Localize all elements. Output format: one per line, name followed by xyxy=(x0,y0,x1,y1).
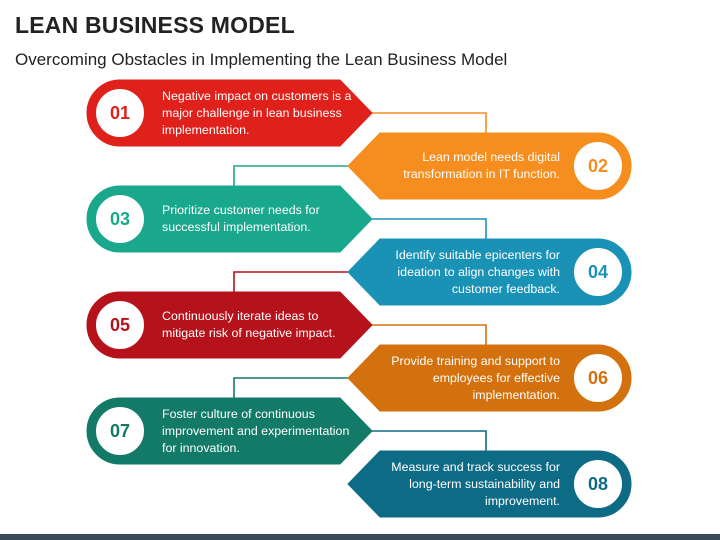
step-number-badge: 04 xyxy=(570,244,626,300)
connector-line xyxy=(372,112,487,133)
step-number-badge: 05 xyxy=(92,297,148,353)
connector-line xyxy=(233,271,348,292)
step-number-badge: 01 xyxy=(92,85,148,141)
step-shape-04 xyxy=(347,238,632,306)
step-description: Negative impact on customers is a major … xyxy=(162,88,352,137)
step-text-07: Foster culture of continuous improvement… xyxy=(162,398,352,464)
step-shape-03 xyxy=(86,185,373,253)
connector-line xyxy=(233,377,348,398)
slide-subtitle: Overcoming Obstacles in Implementing the… xyxy=(15,50,508,69)
step-text-05: Continuously iterate ideas to mitigate r… xyxy=(162,292,352,358)
step-shape-07 xyxy=(86,397,373,465)
step-text-01: Negative impact on customers is a major … xyxy=(162,80,352,146)
connector-line xyxy=(233,165,348,186)
step-number-badge: 07 xyxy=(92,403,148,459)
step-shape-06 xyxy=(347,344,632,412)
step-number-badge: 03 xyxy=(92,191,148,247)
step-text-02: Lean model needs digital transformation … xyxy=(368,133,560,199)
step-shape-05 xyxy=(86,291,373,359)
step-text-08: Measure and track success for long-term … xyxy=(368,451,560,517)
step-number-badge: 08 xyxy=(570,456,626,512)
step-description: Identify suitable epicenters for ideatio… xyxy=(395,247,560,296)
step-text-06: Provide training and support to employee… xyxy=(368,345,560,411)
step-number-badge: 02 xyxy=(570,138,626,194)
step-description: Foster culture of continuous improvement… xyxy=(162,406,350,455)
step-description: Measure and track success for long-term … xyxy=(391,459,560,508)
step-shape-01 xyxy=(86,79,373,147)
step-description: Lean model needs digital transformation … xyxy=(403,150,560,181)
connector-line xyxy=(372,324,487,345)
connector-line xyxy=(372,430,487,451)
step-description: Prioritize customer needs for successful… xyxy=(162,203,320,234)
step-number-badge: 06 xyxy=(570,350,626,406)
step-text-04: Identify suitable epicenters for ideatio… xyxy=(368,239,560,305)
bottom-bar xyxy=(0,534,720,540)
step-description: Provide training and support to employee… xyxy=(391,353,560,402)
step-description: Continuously iterate ideas to mitigate r… xyxy=(162,309,336,340)
step-text-03: Prioritize customer needs for successful… xyxy=(162,186,352,252)
step-shape-02 xyxy=(347,132,632,200)
slide-title: LEAN BUSINESS MODEL xyxy=(15,12,295,38)
step-shape-08 xyxy=(347,450,632,518)
connector-line xyxy=(372,218,487,239)
